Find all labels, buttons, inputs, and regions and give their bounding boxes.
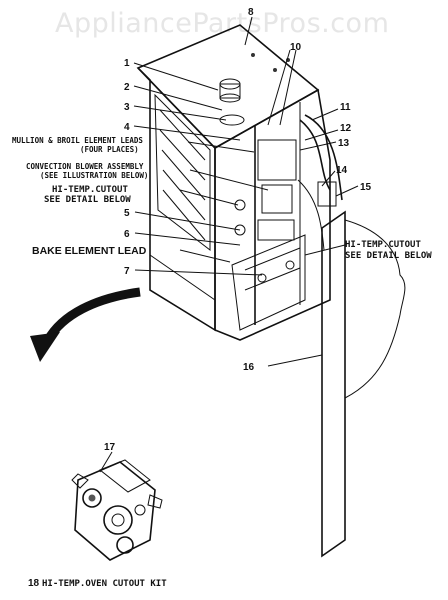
watermark: AppliancePartsPros.com xyxy=(55,8,390,39)
callout-4: 4 xyxy=(124,122,130,133)
callout-1: 1 xyxy=(124,58,130,69)
callout-5: 5 xyxy=(124,208,130,219)
hitemp-right-line1: HI-TEMP.CUTOUT xyxy=(345,240,421,250)
convection-label-line2: (SEE ILLUSTRATION BELOW) xyxy=(40,171,148,180)
leader-lines xyxy=(99,16,359,473)
hitemp-left-line2: SEE DETAIL BELOW xyxy=(44,195,131,205)
detail-arrow xyxy=(30,287,141,362)
callout-12: 12 xyxy=(340,123,352,134)
callout-15: 15 xyxy=(360,182,372,193)
callout-18: 18 xyxy=(28,578,40,589)
mullion-label-line1: MULLION & BROIL ELEMENT LEADS xyxy=(12,136,143,145)
callout-6: 6 xyxy=(124,229,130,240)
mullion-label-line2: (FOUR PLACES) xyxy=(80,145,139,154)
callout-14: 14 xyxy=(336,165,348,176)
oven-door-panel xyxy=(321,210,406,558)
callout-11: 11 xyxy=(340,102,351,113)
callout-16: 16 xyxy=(243,362,255,373)
oven-cabinet xyxy=(136,24,343,341)
callout-7: 7 xyxy=(124,266,130,277)
hi-temp-cutout-part xyxy=(71,459,163,561)
callout-2: 2 xyxy=(124,82,130,93)
hitemp-left-line1: HI-TEMP.CUTOUT xyxy=(52,185,128,195)
bake-element-label: BAKE ELEMENT LEAD xyxy=(32,245,147,257)
callout-10: 10 xyxy=(290,42,302,53)
callout-17: 17 xyxy=(104,442,116,453)
callout-8: 8 xyxy=(248,7,254,18)
callout-numbers: 1 2 3 4 5 6 7 8 10 11 12 13 14 15 16 17 … xyxy=(28,7,372,589)
callout-3: 3 xyxy=(124,102,130,113)
callout-13: 13 xyxy=(338,138,350,149)
kit-caption: HI-TEMP.OVEN CUTOUT KIT xyxy=(42,579,167,589)
hitemp-right-line2: SEE DETAIL BELOW xyxy=(345,251,432,261)
text-labels: MULLION & BROIL ELEMENT LEADS (FOUR PLAC… xyxy=(12,136,432,589)
convection-label-line1: CONVECTION BLOWER ASSEMBLY xyxy=(26,162,144,171)
